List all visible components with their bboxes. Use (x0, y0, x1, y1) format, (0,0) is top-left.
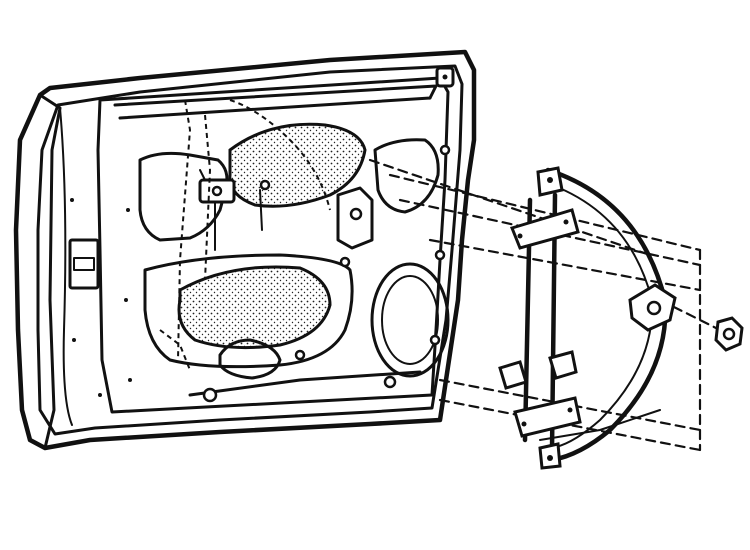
upper-mount-bolt-right (563, 219, 569, 225)
lower-stippled-pad (177, 265, 332, 350)
explode-lines (368, 158, 722, 452)
speaker-ring-outer (370, 262, 450, 378)
door-outer-edge (13, 49, 477, 451)
window-channel (113, 84, 438, 120)
lower-regulator-mount (218, 338, 282, 380)
inside-handle-mechanism (336, 186, 374, 250)
nut-hole (722, 327, 736, 341)
mounting-nut (714, 316, 744, 352)
latch-bolt (211, 185, 223, 197)
hinge-flange-inner (59, 107, 73, 426)
door-side-clip-inner (73, 257, 95, 271)
window-regulator (498, 166, 677, 470)
door-shell (13, 49, 477, 451)
edge-plugs (70, 198, 132, 397)
bottom-slider-bracket (513, 396, 582, 438)
lower-access-hole (143, 253, 354, 369)
slider-bolt-right (567, 407, 573, 413)
door-hidden-lines (159, 99, 331, 371)
regulator-arc (545, 167, 668, 463)
inner-panel (96, 76, 450, 414)
bracket-bolt (442, 74, 448, 80)
slider-bolt-left (521, 421, 527, 427)
panel-bolt-holes (202, 144, 451, 403)
upper-mount-bolt-left (517, 233, 523, 239)
speaker-ring-inner (381, 275, 439, 365)
rail-top-bolt (547, 177, 553, 183)
upper-mount-bracket (509, 208, 580, 250)
cable-pulley (646, 300, 662, 316)
hinge-flange (38, 93, 62, 450)
lower-bracket-rail (188, 370, 422, 397)
handle-pivot (349, 207, 363, 221)
door-inner-edge (36, 64, 464, 436)
rail-foot-bolt (547, 455, 553, 461)
door-side-clip (68, 238, 100, 290)
lower-mount-bracket-right (548, 350, 578, 380)
lower-mount-bracket (498, 360, 528, 390)
lower-link (539, 409, 661, 441)
upper-access-hole (138, 151, 229, 242)
upper-right-hole (373, 138, 440, 214)
